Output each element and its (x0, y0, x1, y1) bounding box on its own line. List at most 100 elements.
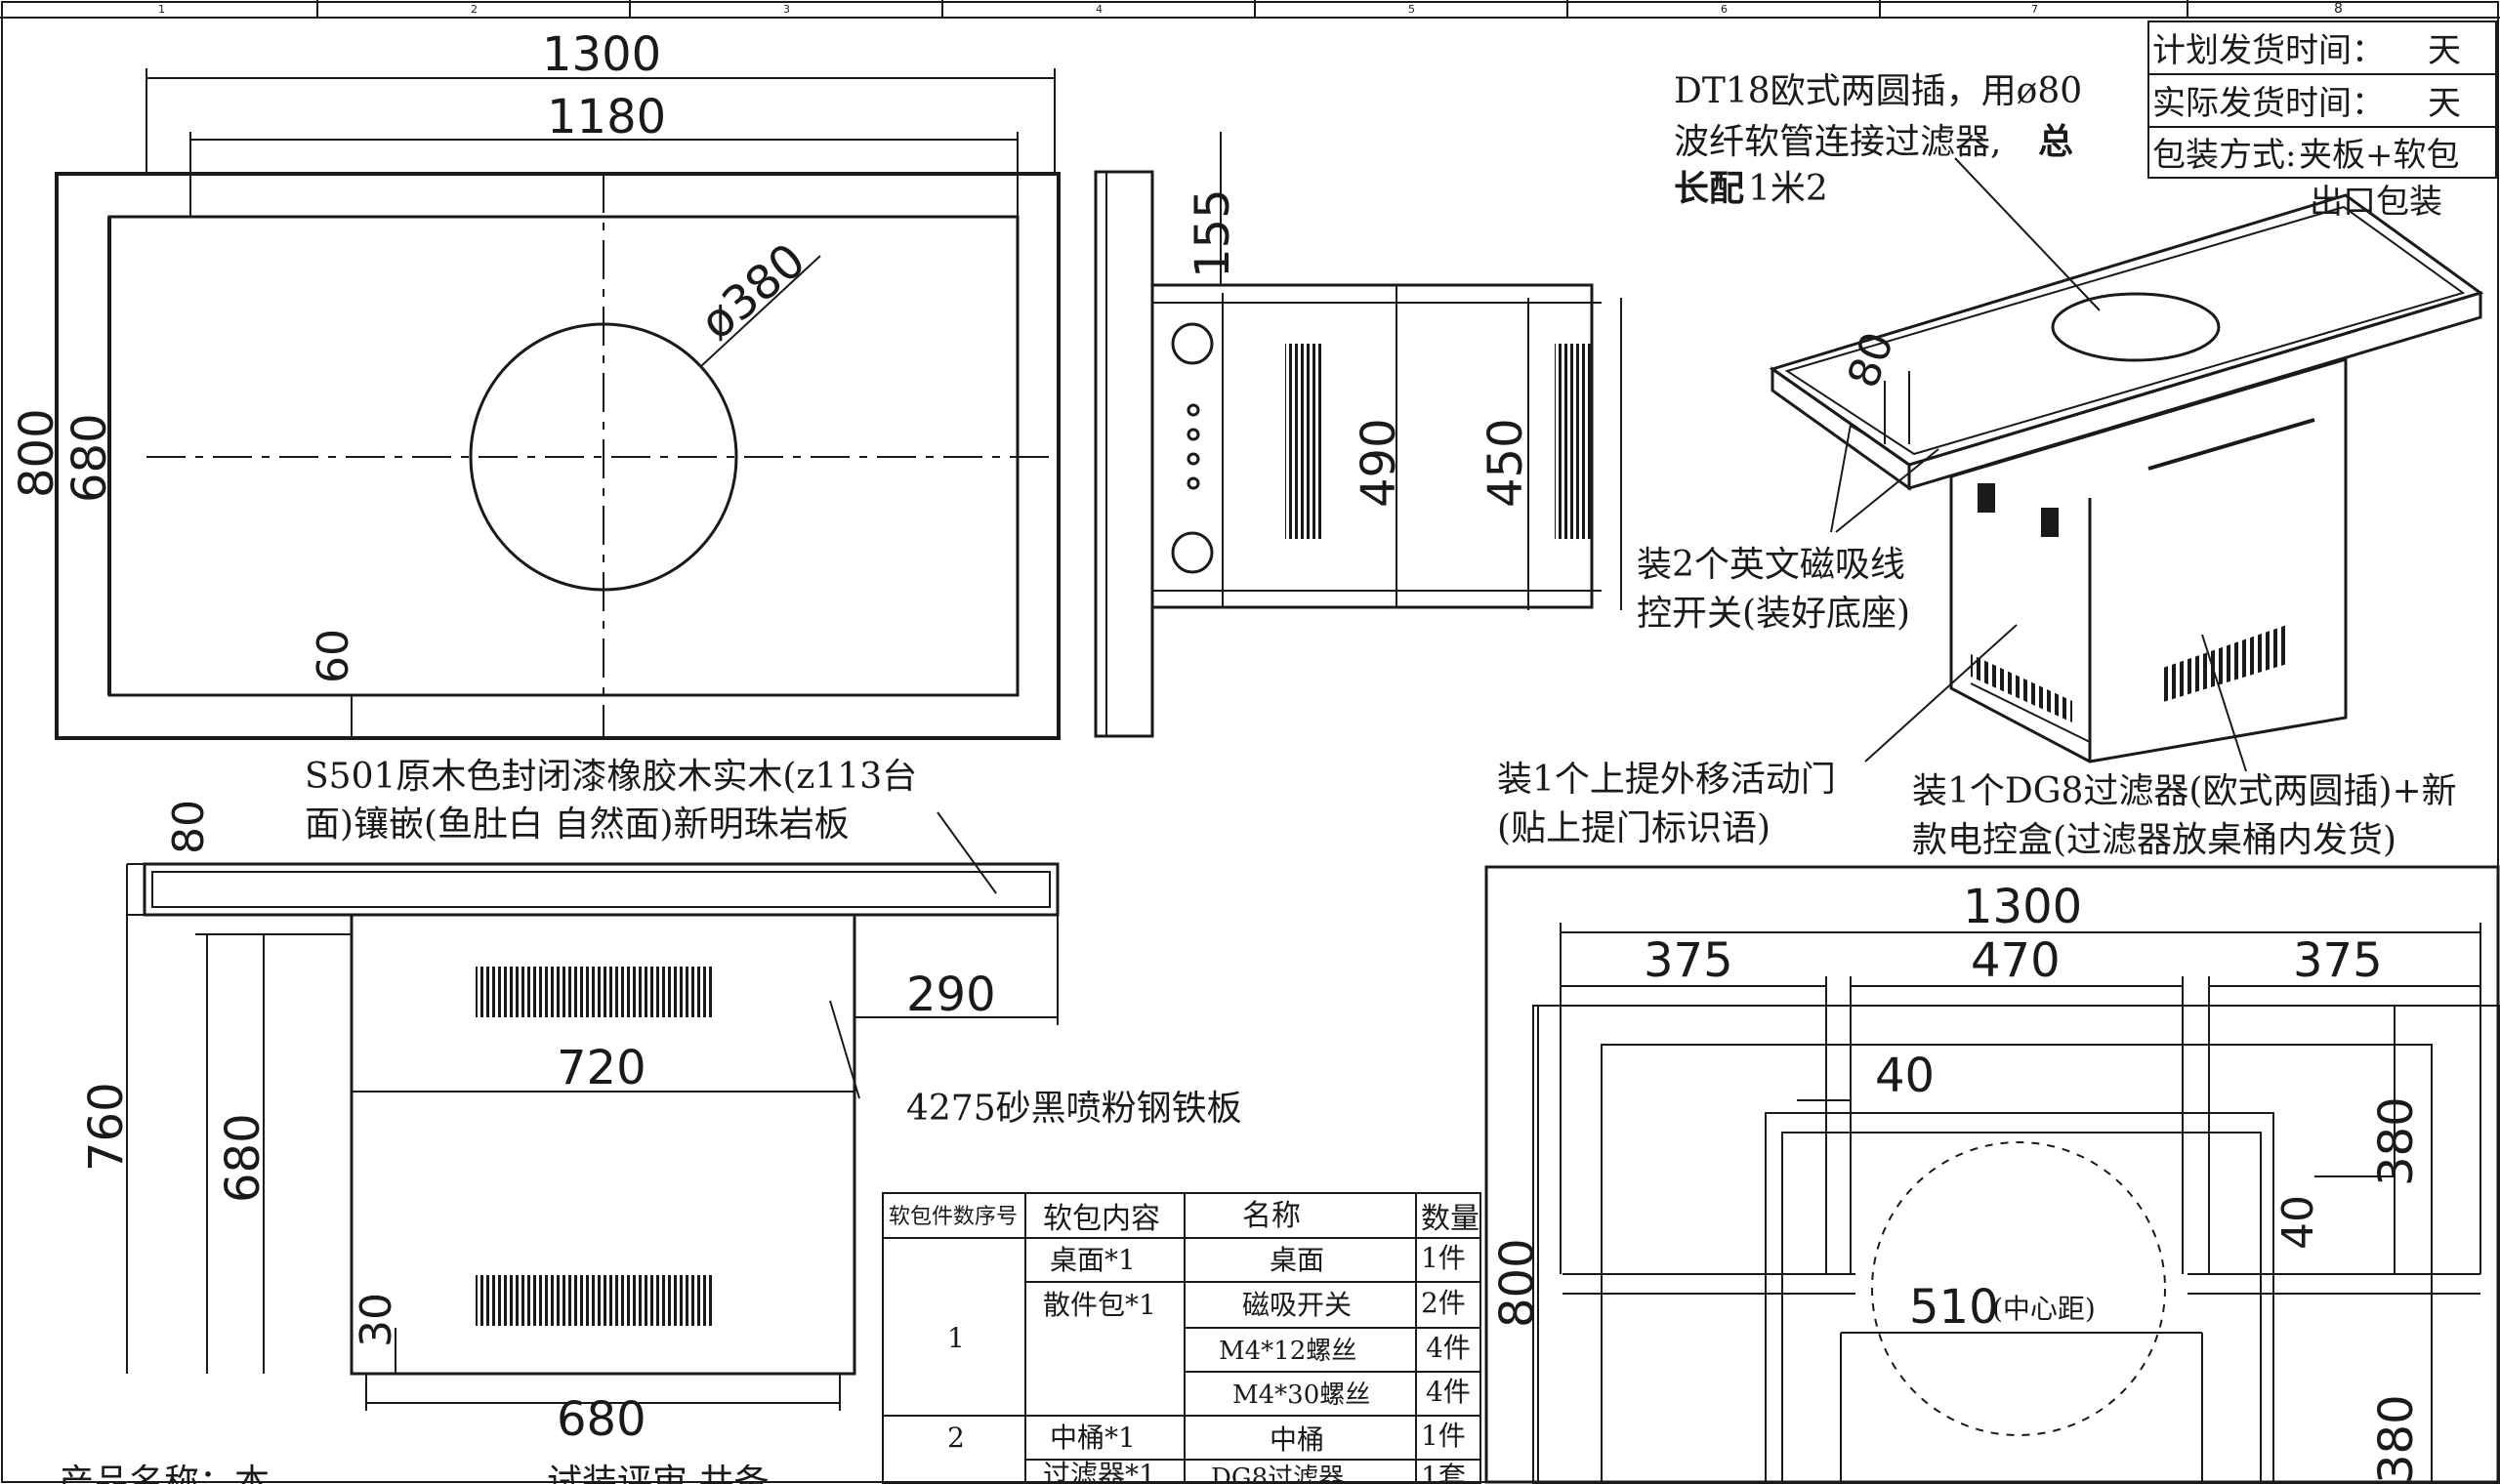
dim-plan-lower: 380 (2369, 1394, 2424, 1484)
dim-inner-depth: 680 (62, 413, 117, 503)
table-row-6-content: 过滤器*1 (1043, 1459, 1156, 1484)
note-duct-line2: 波纤软管连接过滤器, (1674, 122, 2001, 162)
material-body-note: 4275砂黑喷粉钢铁板 (906, 1089, 1242, 1129)
side-vent-right (1555, 344, 1594, 539)
side-vent-left (1285, 344, 1324, 539)
dim-outer-depth: 800 (10, 408, 64, 498)
note-door-line2: (贴上提门标识语) (1497, 808, 1771, 848)
col-number-7: 7 (2031, 3, 2038, 16)
note-duct-line1: DT18欧式两圆插，用ø80 (1674, 71, 2082, 111)
col-number-8: 8 (2334, 1, 2343, 17)
footer-mid-text: 试装评审 共备 (547, 1463, 769, 1484)
dim-front-offset: 290 (906, 968, 996, 1022)
table-row-4-qty: 4件 (1426, 1376, 1471, 1408)
col-number-4: 4 (1096, 3, 1103, 16)
dim-plan-total: 1300 (1963, 880, 2082, 934)
dim-plan-depth: 800 (1490, 1238, 1545, 1328)
dim-plan-small: 40 (2273, 1195, 2323, 1250)
dim-front-base-width: 680 (557, 1392, 646, 1447)
shipping-info-box: 计划发货时间： 天 实际发货时间： 天 包装方式: 夹板+软包 出口包装 (2147, 21, 2497, 222)
dim-front-total-height: 760 (79, 1082, 134, 1172)
dim-front-top-thick: 80 (164, 800, 214, 854)
table-row-3-qty: 4件 (1426, 1332, 1471, 1364)
dim-hole-diameter: ø380 (690, 233, 816, 351)
center-distance-label: (中心距) (1992, 1293, 2096, 1325)
parts-table: 软包件数序号 软包内容 名称 数量 1 2 桌面*1 桌面 1件 散件包*1 磁… (882, 1192, 1481, 1484)
actual-ship-label: 实际发货时间： (2152, 84, 2385, 123)
plan-frame (1484, 865, 2500, 1484)
col-number-6: 6 (1721, 3, 1728, 16)
note-switch-line2: 控开关(装好底座) (1637, 594, 1910, 634)
front-vent-bottom (476, 1275, 715, 1326)
iso-hole (2051, 292, 2221, 362)
packing-label: 包装方式: (2152, 136, 2296, 175)
table-group-1: 1 (947, 1322, 965, 1354)
table-row-5-content: 中桶*1 (1050, 1422, 1136, 1454)
table-row-6-name: DG8过滤器 (1211, 1463, 1344, 1484)
dim-front-body-width: 720 (557, 1041, 646, 1095)
table-row-2-qty: 2件 (1421, 1287, 1466, 1319)
table-row-2-name: 磁吸开关 (1242, 1289, 1352, 1321)
table-row-5-qty: 1件 (1421, 1420, 1466, 1452)
dim-plan-left: 375 (1644, 933, 1733, 988)
packing-note: 出口包装 (2310, 183, 2442, 222)
table-header-content: 软包内容 (1043, 1202, 1160, 1236)
dim-outer-width: 1300 (542, 27, 661, 82)
note-switch-line1: 装2个英文磁吸线 (1637, 545, 1905, 585)
footer-left-text: 产品名称：本 (59, 1463, 270, 1484)
material-notes: S501原木色封闭漆橡胶木实木(z113台 面)镶嵌(鱼肚白 自然面)新明珠岩板… (305, 757, 1242, 1129)
dim-duct: 80 (1838, 326, 1903, 394)
planned-ship-value: 天 (2428, 31, 2461, 70)
col-number-2: 2 (471, 3, 478, 16)
front-vent-top (476, 967, 715, 1017)
note-duct-bold2: 长配 (1674, 168, 1744, 209)
note-filter-line1: 装1个DG8过滤器(欧式两圆插)+新 (1912, 771, 2457, 811)
table-header-seq: 软包件数序号 (889, 1205, 1018, 1229)
material-top-line1: S501原木色封闭漆橡胶木实木(z113台 (305, 757, 917, 797)
footer: 产品名称：本 试装评审 共备 (59, 1463, 769, 1484)
col-number-3: 3 (783, 3, 790, 16)
table-row-3-name: M4*12螺丝 (1219, 1337, 1356, 1366)
planned-ship-label: 计划发货时间： (2152, 31, 2385, 70)
dim-plan-mid: 470 (1971, 933, 2061, 988)
dim-plan-right: 375 (2293, 933, 2383, 988)
note-duct: DT18欧式两圆插，用ø80 波纤软管连接过滤器, 总 长配 1米2 (1674, 71, 2082, 209)
note-duct-line3: 1米2 (1748, 169, 1828, 209)
table-row-1-qty: 1件 (1421, 1242, 1466, 1274)
note-duct-bold1: 总 (2038, 121, 2073, 162)
note-filter-line2: 款电控盒(过滤器放桌桶内发货) (1912, 820, 2396, 860)
note-door-line1: 装1个上提外移活动门 (1497, 760, 1836, 800)
material-top-line2: 面)镶嵌(鱼肚白 自然面)新明珠岩板 (305, 804, 850, 845)
dim-front-body-height: 680 (216, 1113, 271, 1203)
col-number-1: 1 (158, 3, 165, 16)
table-header-name: 名称 (1242, 1199, 1301, 1233)
table-row-4-name: M4*30螺丝 (1232, 1381, 1370, 1410)
actual-ship-value: 天 (2428, 84, 2461, 123)
hotpot-hole-circle (469, 322, 738, 592)
front-view: 80 290 720 760 680 30 680 (79, 800, 1060, 1447)
dim-margin: 60 (309, 629, 358, 683)
plan-center-circle (1871, 1141, 2166, 1436)
table-row-6-qty: 1套 (1421, 1461, 1466, 1484)
dim-plan-upper: 380 (2369, 1096, 2424, 1186)
side-top-edge (1094, 170, 1154, 738)
plan-view: 1300 375 470 375 40 800 380 380 40 510 (… (1484, 865, 2500, 1484)
dim-plan-gap: 40 (1875, 1049, 1935, 1103)
dim-center-distance: 510 (1909, 1280, 1999, 1335)
side-view: 155 490 450 (1094, 132, 1622, 738)
packing-value: 夹板+软包 (2299, 136, 2460, 175)
dim-side-top: 155 (1186, 188, 1240, 278)
table-header-qty: 数量 (1421, 1202, 1479, 1236)
dim-inner-width: 1180 (547, 90, 666, 144)
dim-side-inner: 450 (1479, 418, 1533, 508)
iso-view: 80 DT18欧式两圆插，用ø80 波纤软管连接过滤器, 总 长配 1米2 装2… (1497, 71, 2484, 860)
iso-body (1949, 356, 2348, 763)
table-row-5-name: 中桶 (1270, 1423, 1324, 1456)
dim-front-base: 30 (352, 1293, 401, 1347)
front-body (350, 913, 856, 1376)
note-door: 装1个上提外移活动门 (贴上提门标识语) (1497, 760, 1836, 848)
note-filter: 装1个DG8过滤器(欧式两圆插)+新 款电控盒(过滤器放桌桶内发货) (1912, 771, 2457, 860)
table-row-1-name: 桌面 (1270, 1244, 1324, 1276)
